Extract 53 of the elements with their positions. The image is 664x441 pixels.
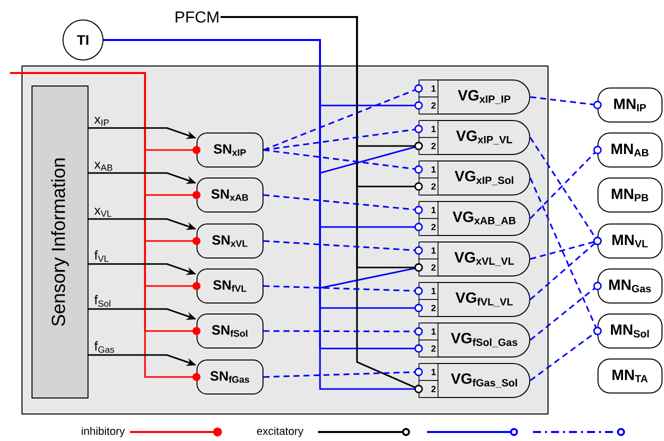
edge-label: f$_{Gas}$ [94, 341, 114, 353]
port-box: 2 [418, 96, 438, 114]
port-box: 2 [418, 258, 438, 276]
connector-line [220, 16, 423, 394]
edge-label: f$_{VL}$ [94, 250, 109, 262]
neuron-box: SN$_{fVL}$ [196, 268, 264, 304]
port-box: 2 [418, 137, 438, 155]
port-box: 1 [418, 282, 438, 300]
neuron-box: MN$_{Gas}$ [598, 268, 662, 304]
port-box: 2 [418, 299, 438, 317]
connector-line [530, 96, 602, 110]
edge-label: f$_{Sol}$ [94, 294, 110, 307]
neuron-box: MN$_{IP}$ [598, 88, 662, 122]
connector-line [530, 146, 602, 220]
connector-line [263, 240, 423, 255]
legend-label: excitatory [257, 426, 304, 438]
neuron-box: SN$_{xVL}$ [196, 224, 264, 258]
connector-line [263, 194, 423, 214]
connector-line [263, 84, 423, 151]
edge-label: x$_{AB}$ [94, 162, 112, 171]
connector-line [530, 326, 602, 382]
neuron-box: SN$_{fSol}$ [196, 314, 264, 348]
connector-line [263, 149, 423, 174]
neuron-box: MN$_{PB}$ [598, 178, 662, 212]
neuron-box: SN$_{fGas}$ [196, 360, 264, 394]
port-box: 2 [418, 380, 438, 398]
port-box: 1 [418, 80, 438, 98]
source-label: PFCM [176, 11, 218, 23]
connector-line [263, 124, 423, 151]
edge-label: x$_{VL}$ [94, 208, 112, 217]
port-box: 1 [418, 120, 438, 138]
neuron-box: MN$_{AB}$ [598, 132, 662, 168]
port-box: 1 [418, 160, 438, 178]
connector-line [530, 282, 602, 341]
port-box: 1 [418, 242, 438, 260]
neuron-box: MN$_{VL}$ [598, 224, 662, 258]
port-box: 1 [418, 201, 438, 219]
legend-label: inhibitory [82, 426, 125, 438]
port-box: 2 [418, 218, 438, 236]
sensory-block: Sensory Information [32, 86, 88, 398]
port-box: 1 [418, 322, 438, 340]
connector-line [263, 368, 423, 378]
neuron-box: SN$_{xIP}$ [196, 132, 264, 168]
neuron-box: SN$_{xAB}$ [196, 178, 264, 212]
edge-label: x$_{IP}$ [94, 116, 109, 126]
connector-line [530, 236, 602, 300]
port-box: 1 [418, 363, 438, 381]
port-box: 2 [418, 178, 438, 196]
port-box: 2 [418, 340, 438, 358]
connector-line [263, 285, 423, 296]
neuron-box: MN$_{Sol}$ [598, 314, 662, 348]
neuron-box: MN$_{TA}$ [598, 358, 662, 394]
connector-line [264, 327, 423, 336]
